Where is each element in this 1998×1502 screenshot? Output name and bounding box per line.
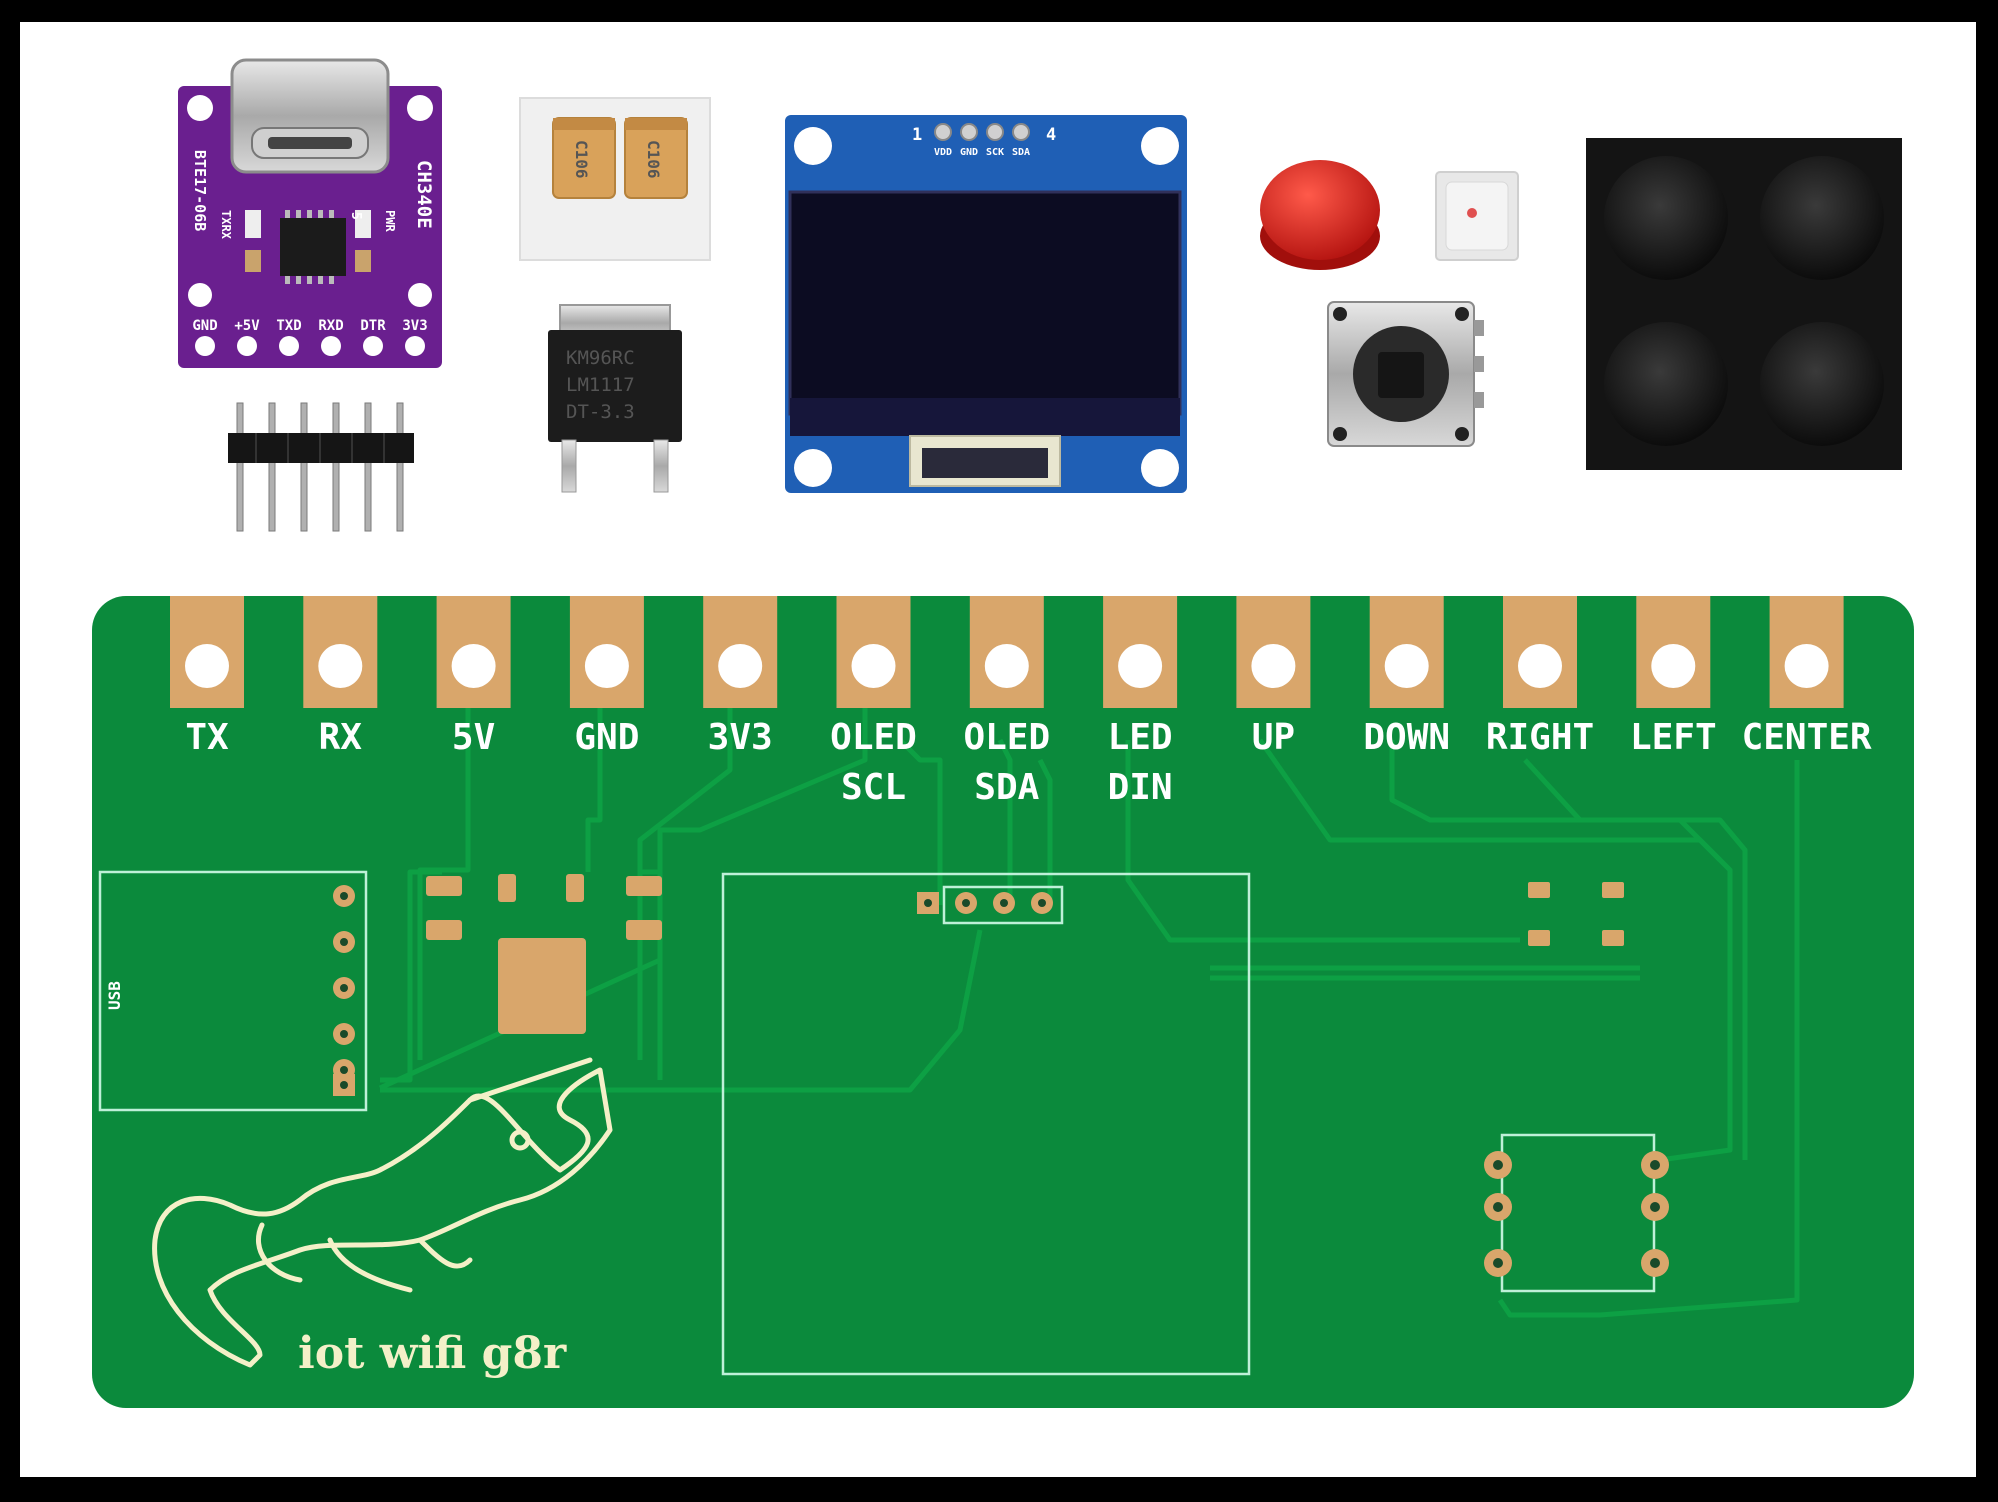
pcb-edge-pad-hole: [185, 644, 229, 688]
pcb-pad-label: GND: [574, 717, 639, 758]
logo-text: iot wifi g8r: [298, 1328, 567, 1379]
ch340-led-label-pwr: PWR: [383, 210, 397, 232]
red-button-cap-icon: [1260, 160, 1380, 270]
pcb-through-holes: [333, 885, 1669, 1277]
pcb-edge-pad-hole: [1118, 644, 1163, 688]
ch340-usb-c-module-icon: [178, 58, 442, 368]
pcb-pad-label: TX: [185, 717, 229, 758]
oled-pin-label: SCK: [986, 147, 1004, 158]
pcb-pad-label: OLED: [963, 717, 1050, 758]
ch340-pin-label: RXD: [318, 318, 343, 334]
pcb-edge-pad-hole: [1251, 644, 1296, 688]
pcb-smd-pads: [426, 874, 1624, 1034]
oled-pin-label: SDA: [1012, 147, 1030, 158]
pcb-pad-label: LEFT: [1630, 717, 1717, 758]
pcb-edge-pad-hole: [318, 644, 363, 688]
pcb-edge-pad-hole: [1651, 644, 1696, 688]
pin-header-icon: [228, 402, 414, 532]
pcb-edge-pad-hole: [451, 644, 496, 688]
pcb-edge-pad-hole: [851, 644, 896, 688]
pcb-edge-pad-hole: [984, 644, 1029, 688]
pcb-pad-label: LED: [1108, 717, 1173, 758]
rubber-feet-icon: [1586, 138, 1902, 470]
ch340-pin-label: DTR: [360, 318, 386, 334]
pcb-edge-pad-hole: [1784, 644, 1829, 688]
oled-pin-last: 4: [1046, 125, 1056, 145]
regulator-marking: DT-3.3: [566, 401, 635, 423]
ch340-resistor-label: 5: [348, 212, 363, 220]
oled-header-outline: [942, 885, 1064, 925]
tantalum-capacitor-icon: [519, 97, 711, 261]
oled-footprint-outline: [721, 872, 1251, 1376]
ch340-pin-label: +5V: [234, 318, 260, 334]
usb-silkscreen-label: USB: [105, 981, 124, 1010]
usb-footprint-outline: [98, 870, 368, 1112]
oled-pin-label: VDD: [934, 147, 952, 158]
pcb-pad-label: UP: [1252, 717, 1295, 758]
ch340-title: CH340E: [413, 160, 435, 229]
tactile-switch-icon: [1327, 301, 1484, 447]
ch340-pin-label: GND: [192, 318, 217, 334]
pcb-pad-label: RIGHT: [1486, 717, 1594, 758]
pcb-pad-label: CENTER: [1742, 717, 1872, 758]
pcb-pad-label: 5V: [452, 717, 495, 758]
pcb-pad-label: OLED: [830, 717, 917, 758]
pcb-edge-pad-hole: [584, 644, 629, 688]
ch340-pin-label: TXD: [276, 318, 301, 334]
voltage-regulator-icon: [548, 304, 682, 493]
pcb-pad-label: SCL: [841, 767, 906, 808]
pcb-pad-labels: TX RX 5V GND 3V3 OLED SCL OLED SDA LED DIN UP DOWN RI…: [185, 717, 1872, 808]
oled-pin-label: GND: [960, 147, 978, 158]
oled-display-icon: [785, 115, 1187, 493]
pcb-pad-label: SDA: [974, 767, 1039, 808]
pcb-pad-label: DOWN: [1363, 717, 1450, 758]
pcb-board: [92, 596, 1914, 1408]
ch340-code: BTE17-06B: [191, 150, 209, 231]
pcb-pad-label: RX: [319, 717, 363, 758]
pcb-edge-pad-hole: [1384, 644, 1429, 688]
ch340-led-label-txrx: TXRX: [219, 210, 233, 240]
oled-pin-first: 1: [912, 125, 922, 145]
ch340-pin-label: 3V3: [402, 318, 427, 334]
pcb-pad-label: 3V3: [708, 717, 773, 758]
regulator-marking: LM1117: [566, 374, 635, 396]
rgb-led-icon: [1435, 171, 1519, 261]
pcb-edge-pad-hole: [1518, 644, 1562, 688]
pcb-pad-group: [170, 596, 1844, 708]
pcb-pad-label: DIN: [1108, 767, 1173, 808]
alligator-logo-icon: [152, 1057, 613, 1368]
capacitor-label: C106: [572, 140, 591, 179]
pcb-traces: [378, 700, 1800, 1318]
regulator-marking: KM96RC: [566, 347, 635, 369]
pcb-edge-pad-hole: [718, 644, 763, 688]
capacitor-label: C106: [644, 140, 663, 179]
